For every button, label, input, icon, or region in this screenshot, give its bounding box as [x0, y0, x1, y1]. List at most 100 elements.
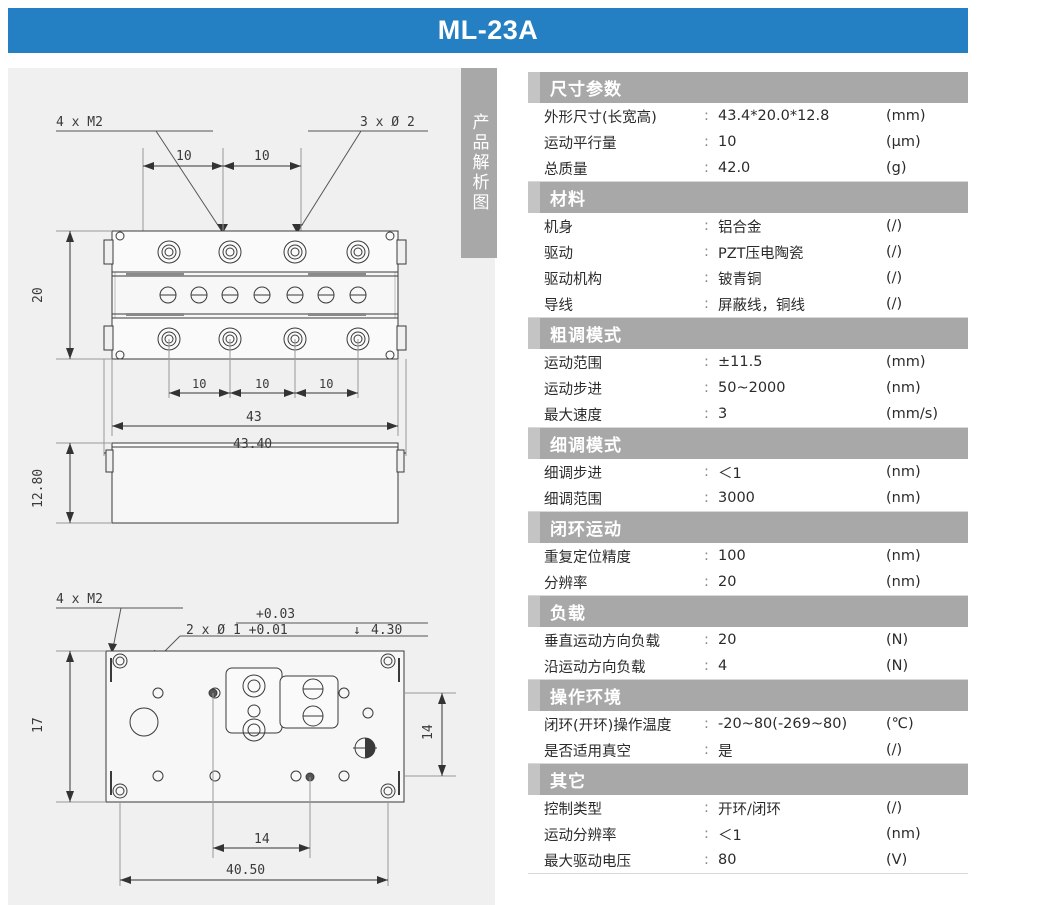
spec-row-unit: (mm/s): [886, 406, 939, 422]
spec-row: 细调步进:＜1(nm): [528, 459, 968, 485]
section-accent-block: [528, 596, 540, 627]
top-view-height-dim: 20: [31, 287, 46, 303]
spec-row-unit: (nm): [886, 380, 921, 396]
spec-row-unit: (nm): [886, 548, 921, 564]
spec-row-separator: :: [704, 406, 709, 422]
spec-row-unit: (μm): [886, 134, 921, 150]
spec-row-unit: (/): [886, 270, 903, 286]
section-accent-block: [528, 512, 540, 543]
spec-row-label: 驱动: [544, 245, 573, 262]
top-view-overall-outer: 43.40: [233, 437, 272, 452]
spec-row-separator: :: [704, 852, 709, 868]
page-title: ML-23A: [437, 15, 539, 45]
section-accent-block: [528, 318, 540, 349]
spec-row: 垂直运动方向负载:20(N): [528, 627, 968, 653]
spec-section-rows: 重复定位精度:100(nm) 分辨率:20 (nm): [528, 543, 968, 596]
technical-drawing: 4 x M2 3 x Ø 2 10 10 20 10 10 10 43 43.4…: [31, 115, 456, 886]
spec-row: 控制类型:开环/闭环(/): [528, 795, 968, 821]
spec-row-label: 分辨率: [544, 575, 588, 592]
spec-section-rows: 垂直运动方向负载:20(N)沿运动方向负载:4(N): [528, 627, 968, 680]
spec-row-unit: (/): [886, 800, 903, 816]
spec-row: 驱动: PZT压电陶瓷 (/): [528, 239, 968, 265]
spec-row-value: 80: [718, 852, 737, 868]
spec-row-value: 42.0: [718, 160, 751, 176]
spec-row: 驱动机构: 铍青铜 (/): [528, 265, 968, 291]
spec-row-separator: :: [704, 826, 709, 842]
spec-row-label: 总质量: [544, 161, 588, 178]
spec-row-separator: :: [704, 270, 709, 286]
spec-row-value: PZT压电陶瓷: [718, 245, 804, 262]
spec-row-unit: (nm): [886, 826, 921, 842]
spec-row-label: 细调步进: [544, 465, 602, 482]
top-view-callout-left: 4 x M2: [56, 115, 103, 130]
spec-row-unit: (N): [886, 658, 909, 674]
spec-row-label: 控制类型: [544, 801, 602, 818]
spec-row-separator: :: [704, 244, 709, 260]
section-accent-block: [528, 680, 540, 711]
spec-row-unit: (mm): [886, 108, 926, 124]
spec-row-label: 细调范围: [544, 491, 602, 508]
spec-row: 运动范围:±11.5(mm): [528, 349, 968, 375]
spec-row-separator: :: [704, 108, 709, 124]
product-title-bar: ML-23A: [8, 8, 968, 53]
spec-row-unit: (g): [886, 160, 907, 176]
spec-row-value: 3000: [718, 490, 755, 506]
spec-row-separator: :: [704, 658, 709, 674]
spec-row: 是否适用真空:是(/): [528, 737, 968, 763]
spec-section-header: 细调模式: [528, 428, 968, 459]
bottom-view-height-dim-right: 14: [421, 724, 436, 740]
spec-row: 运动分辨率:＜1(nm): [528, 821, 968, 847]
section-tab-product-analysis: 产品解析图: [461, 68, 497, 258]
spec-row-label: 导线: [544, 297, 573, 314]
spec-row-separator: :: [704, 574, 709, 590]
spec-row-label: 机身: [544, 219, 573, 236]
spec-row-unit: (N): [886, 632, 909, 648]
bottom-view-callout-left: 4 x M2: [56, 592, 103, 607]
spec-section-title: 操作环境: [550, 688, 622, 708]
top-view-bottom-dim-1: 10: [192, 377, 206, 391]
spec-row: 重复定位精度:100(nm): [528, 543, 968, 569]
technical-drawing-panel: 4 x M2 3 x Ø 2 10 10 20 10 10 10 43 43.4…: [8, 68, 497, 905]
spec-section-header: 闭环运动: [528, 512, 968, 543]
top-view-overall-inner: 43: [246, 410, 262, 425]
spec-row-label: 驱动机构: [544, 271, 602, 288]
spec-row-value: ＜1: [718, 465, 742, 482]
spec-row-value: 20: [718, 574, 737, 590]
spec-row-label: 最大驱动电压: [544, 853, 631, 870]
spec-row-separator: :: [704, 742, 709, 758]
top-view-dim-10b: 10: [254, 149, 270, 164]
spec-row: 运动步进:50~2000(nm): [528, 375, 968, 401]
spec-section-header: 粗调模式: [528, 318, 968, 349]
spec-row-unit: (/): [886, 244, 903, 260]
spec-section-rows: 运动范围:±11.5(mm)运动步进:50~2000(nm)最大速度:3(mm/…: [528, 349, 968, 428]
spec-row-value: 铍青铜: [718, 271, 762, 288]
bottom-view-height-dim-left: 17: [31, 717, 46, 733]
spec-row-label: 重复定位精度: [544, 549, 631, 566]
spec-row-separator: :: [704, 134, 709, 150]
spec-row-label: 闭环(开环)操作温度: [544, 717, 672, 734]
spec-row: 最大驱动电压:80(V): [528, 847, 968, 873]
bottom-view-inner-dim: 14: [254, 832, 270, 847]
spec-row-separator: :: [704, 296, 709, 312]
spec-row-value: -20~80(-269~80): [718, 716, 848, 732]
spec-section-header: 负载: [528, 596, 968, 627]
spec-section-title: 负载: [550, 604, 586, 624]
spec-section-header: 材料: [528, 182, 968, 213]
spec-row-value: 3: [718, 406, 728, 422]
spec-row-label: 沿运动方向负载: [544, 659, 646, 676]
spec-row-value: 屏蔽线，铜线: [718, 297, 805, 314]
spec-row-label: 垂直运动方向负载: [544, 633, 660, 650]
specification-table: 尺寸参数外形尺寸(长宽高):43.4*20.0*12.8(mm)运动平行量:10…: [528, 72, 968, 874]
spec-section-rows: 闭环(开环)操作温度: -20~80(-269~80) (℃) 是否适用真空:是(/): [528, 711, 968, 764]
spec-section-title: 材料: [550, 190, 586, 210]
spec-row-unit: (℃): [886, 716, 914, 732]
top-view-callout-right: 3 x Ø 2: [360, 115, 415, 130]
spec-row: 导线:屏蔽线，铜线(/): [528, 291, 968, 317]
spec-row-separator: :: [704, 716, 709, 732]
spec-row: 外形尺寸(长宽高):43.4*20.0*12.8(mm): [528, 103, 968, 129]
spec-section-title: 其它: [550, 772, 586, 792]
spec-row-label: 运动步进: [544, 381, 602, 398]
section-tab-label: 产品解析图: [468, 113, 489, 213]
spec-row-separator: :: [704, 490, 709, 506]
